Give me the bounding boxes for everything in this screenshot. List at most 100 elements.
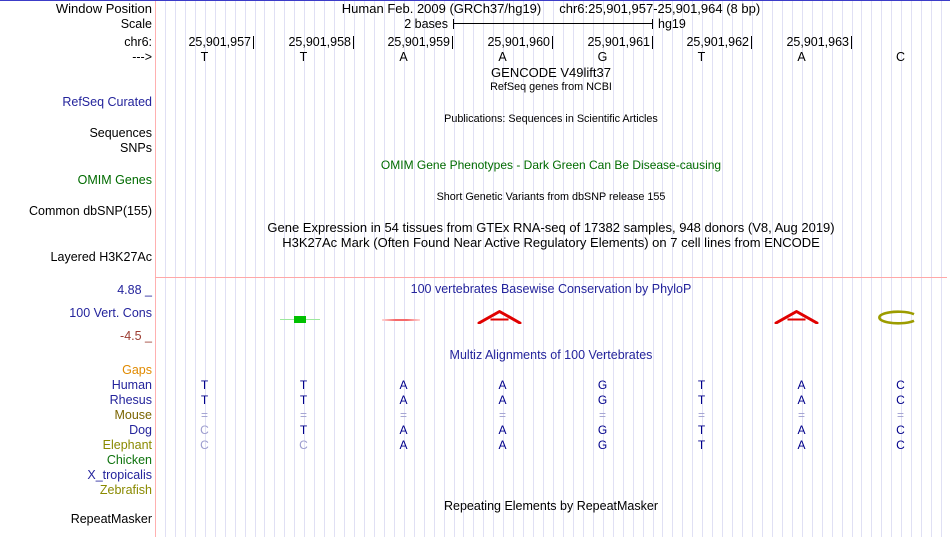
- species-label-zebrafish[interactable]: Zebrafish: [99, 483, 152, 497]
- alignment-cell: A: [797, 378, 806, 392]
- alignment-cell: T: [697, 393, 706, 407]
- alignment-cell: C: [299, 438, 308, 452]
- ruler-tick: [353, 36, 354, 49]
- top-border-line: [0, 0, 950, 1]
- alignment-cell: C: [896, 393, 905, 407]
- track-label-refseq-curated[interactable]: RefSeq Curated: [62, 95, 152, 109]
- species-label-x-tropicalis[interactable]: X_tropicalis: [87, 468, 152, 482]
- position-title: chr6:25,901,957-25,901,964 (8 bp): [559, 1, 761, 16]
- phylop-mark-red-line: [382, 319, 420, 321]
- plot-left-edge-line: [155, 0, 156, 537]
- track-label-omim-genes[interactable]: OMIM Genes: [77, 173, 152, 187]
- alignment-cell: T: [299, 423, 308, 437]
- scale-value: 2 bases: [404, 17, 448, 31]
- alignment-cell: =: [896, 408, 904, 422]
- ruler-coordinate: 25,901,959: [387, 35, 450, 49]
- alignment-cell: A: [797, 438, 806, 452]
- track-label-100-vert-cons[interactable]: 100 Vert. Cons: [69, 306, 152, 320]
- track-label-layered-h3k27ac[interactable]: Layered H3K27Ac: [50, 250, 152, 264]
- ruler-tick: [652, 36, 653, 49]
- alignment-cell: =: [697, 408, 705, 422]
- alignment-cell: T: [200, 393, 209, 407]
- phylop-mark-green-box: [294, 316, 306, 323]
- ruler-tick: [751, 36, 752, 49]
- scale-label: Scale: [120, 17, 152, 31]
- strand-direction-label[interactable]: --->: [132, 50, 152, 64]
- species-label-mouse[interactable]: Mouse: [114, 408, 152, 422]
- ruler-tick: [552, 36, 553, 49]
- alignment-cell: =: [200, 408, 208, 422]
- species-label-rhesus[interactable]: Rhesus: [109, 393, 152, 407]
- alignment-cell: A: [399, 438, 408, 452]
- alignment-cell: A: [498, 423, 507, 437]
- phylop-mark-arch-a: [477, 309, 522, 329]
- species-label-gaps[interactable]: Gaps: [122, 363, 152, 377]
- alignment-cell: =: [797, 408, 805, 422]
- track-title-omim[interactable]: OMIM Gene Phenotypes - Dark Green Can Be…: [380, 158, 722, 172]
- species-label-elephant[interactable]: Elephant: [102, 438, 152, 452]
- track-title-dbsnp[interactable]: Short Genetic Variants from dbSNP releas…: [436, 191, 666, 203]
- track-title-multiz[interactable]: Multiz Alignments of 100 Vertebrates: [449, 348, 653, 362]
- alignment-cell: A: [797, 423, 806, 437]
- track-label-snps[interactable]: SNPs: [120, 141, 152, 155]
- track-title-gencode[interactable]: GENCODE V49lift37: [491, 65, 611, 80]
- alignment-cell: A: [498, 438, 507, 452]
- track-title-refseq-ncbi[interactable]: RefSeq genes from NCBI: [490, 81, 612, 93]
- track-title-publications[interactable]: Publications: Sequences in Scientific Ar…: [444, 113, 658, 125]
- ruler-base: T: [697, 50, 706, 64]
- alignment-cell: G: [597, 423, 608, 437]
- alignment-cell: =: [598, 408, 606, 422]
- alignment-cell: T: [299, 393, 308, 407]
- ruler-coordinate: 25,901,957: [188, 35, 251, 49]
- chromosome-label: chr6:: [124, 35, 152, 49]
- track-title-conservation[interactable]: 100 vertebrates Basewise Conservation by…: [410, 282, 692, 296]
- ruler-coordinate: 25,901,958: [288, 35, 351, 49]
- species-label-chicken[interactable]: Chicken: [106, 453, 152, 467]
- track-label-sequences[interactable]: Sequences: [89, 126, 152, 140]
- conservation-scale-max: 4.88 _: [117, 283, 152, 297]
- ruler-base: C: [895, 50, 906, 64]
- ruler-base: T: [299, 50, 308, 64]
- track-title-repeatmasker[interactable]: Repeating Elements by RepeatMasker: [443, 499, 658, 513]
- alignment-cell: C: [200, 423, 209, 437]
- alignment-cell: A: [399, 378, 408, 392]
- alignment-cell: T: [697, 378, 706, 392]
- conservation-track-top-line: [155, 277, 947, 278]
- track-title-h3k27ac[interactable]: H3K27Ac Mark (Often Found Near Active Re…: [282, 235, 820, 250]
- ruler-base: A: [797, 50, 806, 64]
- track-title-gtex[interactable]: Gene Expression in 54 tissues from GTEx …: [267, 220, 835, 235]
- ruler-tick: [851, 36, 852, 49]
- alignment-cell: G: [597, 378, 608, 392]
- alignment-cell: A: [498, 378, 507, 392]
- alignment-cell: T: [299, 378, 308, 392]
- alignment-cell: C: [200, 438, 209, 452]
- scale-bar-right-tick: [652, 19, 653, 29]
- alignment-cell: G: [597, 393, 608, 407]
- alignment-cell: A: [399, 423, 408, 437]
- species-label-human[interactable]: Human: [111, 378, 152, 392]
- alignment-cell: T: [697, 423, 706, 437]
- track-label-repeatmasker[interactable]: RepeatMasker: [70, 512, 152, 526]
- track-plot-area: Human Feb. 2009 (GRCh37/hg19) chr6:25,901…: [155, 0, 947, 543]
- alignment-cell: T: [697, 438, 706, 452]
- alignment-cell: =: [399, 408, 407, 422]
- alignment-cell: =: [498, 408, 506, 422]
- ruler-coordinate: 25,901,961: [587, 35, 650, 49]
- alignment-cell: G: [597, 438, 608, 452]
- alignment-cell: C: [896, 438, 905, 452]
- ruler-coordinate: 25,901,962: [686, 35, 749, 49]
- window-position-label: Window Position: [55, 1, 152, 16]
- alignment-cell: C: [896, 423, 905, 437]
- ruler-base: A: [399, 50, 408, 64]
- alignment-cell: A: [498, 393, 507, 407]
- window-position-title: Human Feb. 2009 (GRCh37/hg19) chr6:25,901…: [155, 2, 947, 16]
- assembly-title: Human Feb. 2009 (GRCh37/hg19): [341, 1, 542, 16]
- ruler-coordinate: 25,901,963: [786, 35, 849, 49]
- phylop-mark-open-c: [876, 310, 918, 330]
- ruler-tick: [452, 36, 453, 49]
- species-label-dog[interactable]: Dog: [129, 423, 152, 437]
- track-label-common-dbsnp[interactable]: Common dbSNP(155): [29, 204, 152, 218]
- phylop-mark-arch-a: [774, 309, 819, 329]
- alignment-cell: C: [896, 378, 905, 392]
